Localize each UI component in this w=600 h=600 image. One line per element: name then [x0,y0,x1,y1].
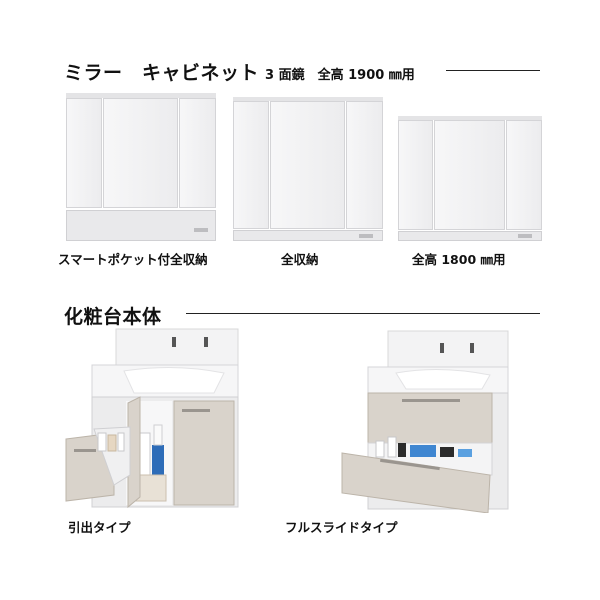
faucet-icon [440,343,474,353]
cabinet-bottom-strip [233,230,383,241]
mirror-door-center [103,98,178,208]
cabinet-switch [194,228,208,232]
mirror-cabinet-full-storage [233,97,383,241]
mirror-cabinet-smart-pocket [66,93,216,241]
vanity-section-title: 化粧台本体 [64,306,162,328]
mirror-caption-3: 全高 1800 ㎜用 [412,252,506,267]
cabinet-switch [359,234,373,238]
cabinet-bottom-strip [398,231,542,241]
vanity-backsplash [115,328,239,366]
drawer-contents-icon [375,436,472,458]
mirror-section-title: ミラー キャビネット [64,62,260,84]
vanity-caption-1: 引出タイプ [68,520,131,535]
cabinet-top-light [233,97,383,101]
cabinet-top-light [66,93,216,98]
vanity-right-door [173,400,235,506]
mirror-door-left [233,101,269,229]
vanity-full-slide-illustration [341,330,509,513]
mirror-door-right [179,98,216,208]
mirror-door-left [66,98,102,208]
mirror-caption-1: スマートポケット付全収納 [58,252,208,267]
mirror-section-rule [446,70,540,71]
mirror-caption-2: 全収納 [281,252,319,267]
mirror-door-right [506,120,542,230]
vanity-drawer-type-illustration [65,328,239,509]
mirror-door-center [270,101,345,229]
vanity-backsplash [387,330,509,368]
vanity-section-rule [186,313,540,314]
mirror-cabinet-1800 [398,116,542,241]
mirror-door-left [398,120,433,230]
bottles-icon [135,424,167,502]
vanity-caption-2: フルスライドタイプ [285,520,398,535]
vanity-full-slide-drawer [341,452,491,513]
mirror-door-right [346,101,383,229]
drawer-contents-icon [97,432,125,452]
faucet-icon [172,337,208,347]
mirror-section-subtitle: 3 面鏡 全高 1900 ㎜用 [265,68,415,83]
mirror-door-center [434,120,505,230]
cabinet-switch [518,234,532,238]
smart-pocket-shelf [66,210,216,241]
cabinet-top-light [398,116,542,120]
